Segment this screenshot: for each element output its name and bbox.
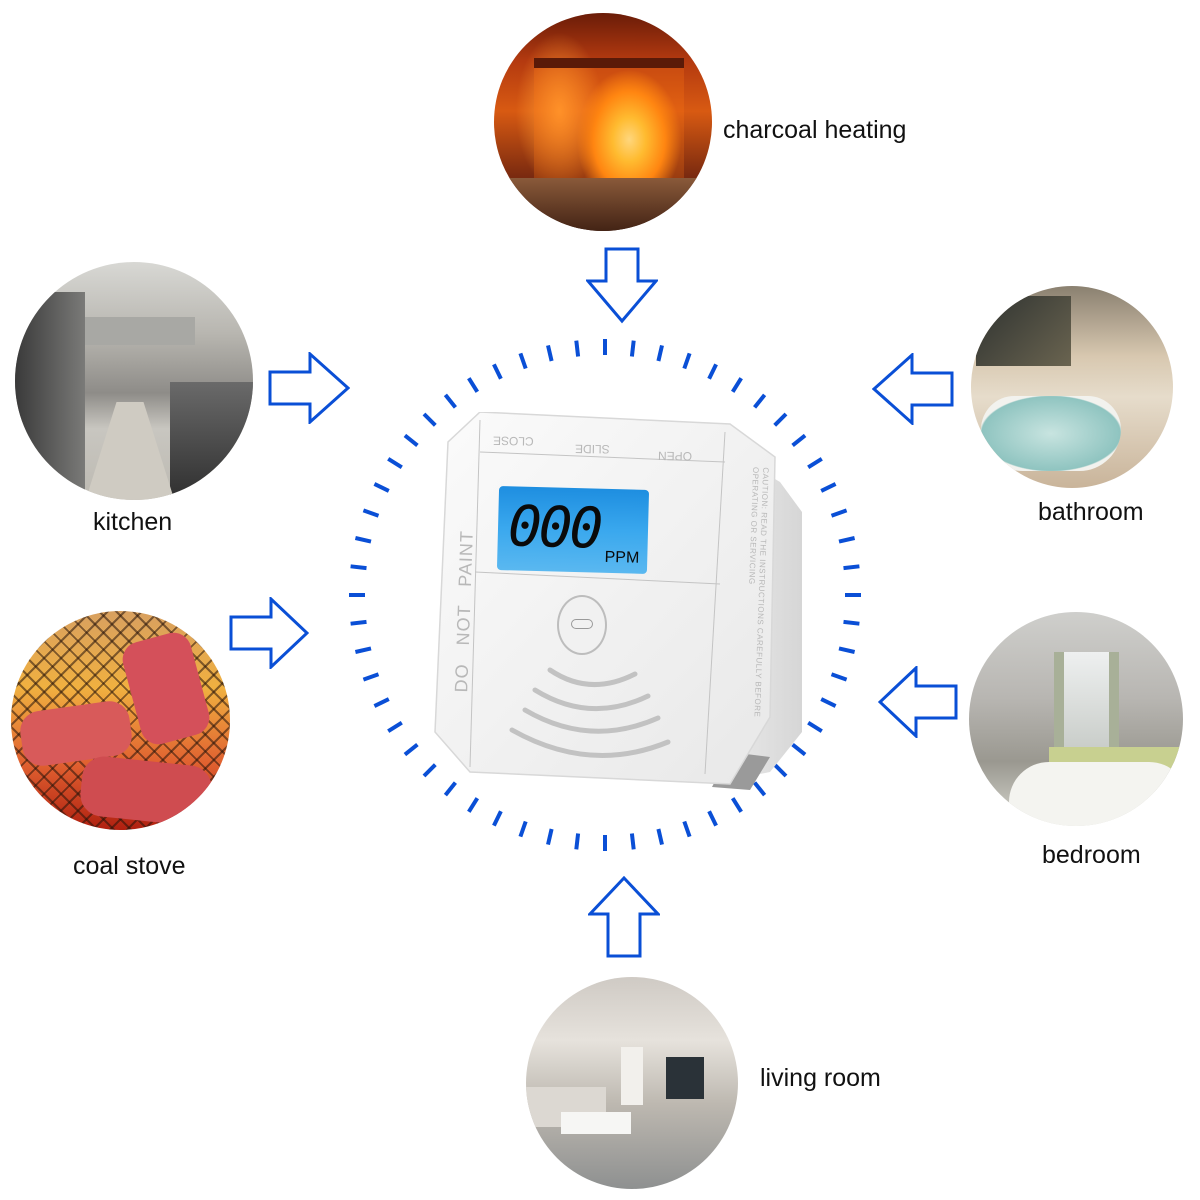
ring-tick	[574, 340, 581, 357]
arrow-right-icon	[268, 352, 350, 424]
ring-tick	[807, 721, 823, 733]
ring-tick	[354, 536, 372, 544]
ring-tick	[838, 536, 856, 544]
bedroom-photo	[969, 612, 1183, 826]
ring-tick	[387, 721, 403, 733]
bedroom-label: bedroom	[1042, 841, 1141, 869]
arrow-right-icon	[229, 597, 309, 669]
ring-tick	[362, 672, 380, 682]
meat-slice	[118, 628, 214, 749]
bedroom-bed	[1009, 762, 1183, 826]
ring-tick	[350, 619, 367, 626]
ring-tick	[350, 564, 367, 571]
charcoal-heating-photo	[494, 13, 712, 231]
meat-slice	[78, 754, 214, 828]
ring-tick	[403, 743, 419, 757]
arrow-left-icon	[872, 353, 954, 425]
ring-tick	[820, 697, 837, 708]
ring-tick	[830, 672, 848, 682]
ring-tick	[443, 393, 457, 409]
arrow-down-icon	[586, 247, 658, 325]
ring-tick	[682, 352, 692, 370]
living-room-door	[621, 1047, 643, 1105]
ring-tick	[629, 340, 636, 357]
ring-tick	[574, 833, 581, 850]
kitchen-hood	[85, 317, 195, 345]
ring-tick	[843, 564, 860, 571]
fireplace-hearth	[534, 58, 684, 178]
ring-tick	[707, 363, 718, 380]
ring-tick	[656, 828, 664, 846]
kitchen-floor	[85, 402, 175, 500]
slide-close-label: CLOSE	[492, 433, 534, 449]
ring-tick	[656, 344, 664, 362]
ring-tick	[373, 697, 390, 708]
ring-tick	[492, 810, 503, 827]
ring-tick	[707, 810, 718, 827]
ring-tick	[467, 797, 479, 813]
living-room-tv	[666, 1057, 704, 1099]
test-button[interactable]	[557, 595, 607, 655]
ring-tick	[492, 363, 503, 380]
kitchen-label: kitchen	[93, 508, 173, 536]
bedroom-window	[1054, 652, 1119, 752]
ppm-reading: 000	[507, 494, 602, 562]
bathtub	[981, 396, 1121, 471]
ring-tick	[373, 482, 390, 493]
bathroom-label: bathroom	[1038, 498, 1144, 526]
charcoal-heating-label: charcoal heating	[723, 116, 907, 144]
ring-tick	[362, 508, 380, 518]
kitchen-wall	[15, 292, 85, 492]
kitchen-stove	[170, 382, 253, 500]
ring-tick	[820, 482, 837, 493]
bathroom-window	[976, 296, 1071, 366]
ring-tick	[682, 820, 692, 838]
bathroom-photo	[971, 286, 1173, 488]
arrow-up-icon	[588, 876, 660, 958]
ring-tick	[403, 433, 419, 447]
ring-tick	[518, 352, 528, 370]
living-room-photo	[526, 977, 738, 1189]
ring-tick	[843, 619, 860, 626]
ring-tick	[753, 393, 767, 409]
ring-tick	[354, 646, 372, 654]
test-button-slot	[571, 619, 593, 629]
ring-tick	[546, 828, 554, 846]
ring-tick	[387, 457, 403, 469]
coal-stove-label: coal stove	[73, 852, 186, 880]
ring-tick	[731, 797, 743, 813]
lcd-display: 000 PPM	[496, 486, 650, 574]
co-detector: CLOSE SLIDE OPEN DO NOT PAINT CAUTION: R…	[430, 412, 805, 792]
ring-tick	[546, 344, 554, 362]
ring-tick	[807, 457, 823, 469]
living-room-label: living room	[760, 1064, 881, 1092]
slide-open-label: OPEN	[657, 448, 693, 464]
ring-tick	[467, 377, 479, 393]
coal-stove-photo	[11, 611, 230, 830]
fireplace-floor	[494, 178, 712, 231]
ring-tick	[731, 377, 743, 393]
living-room-table	[561, 1112, 631, 1134]
ring-tick	[838, 646, 856, 654]
slide-label: SLIDE	[574, 441, 610, 457]
ring-tick	[629, 833, 636, 850]
ring-tick	[830, 508, 848, 518]
ppm-unit: PPM	[604, 548, 640, 567]
kitchen-photo	[15, 262, 253, 500]
arrow-left-icon	[878, 666, 958, 738]
ring-tick	[518, 820, 528, 838]
